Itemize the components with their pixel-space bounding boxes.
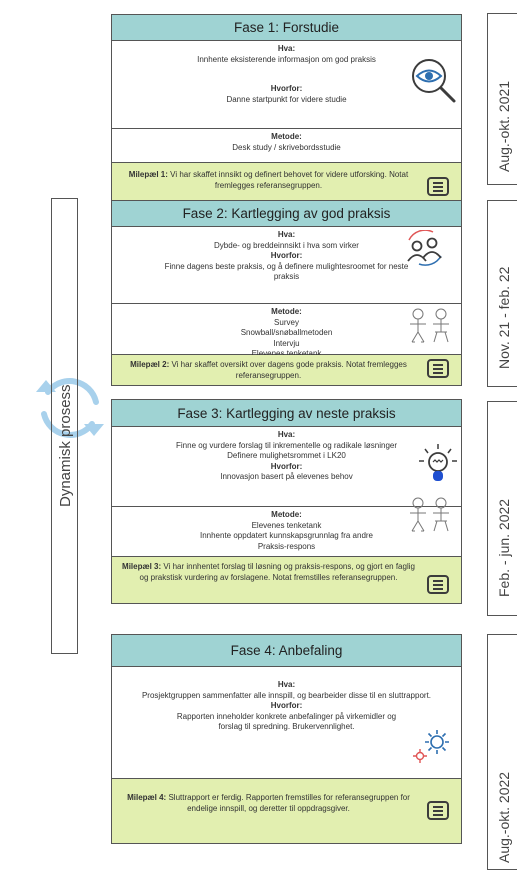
phase-title: Fase 2: Kartlegging av god praksis <box>111 200 462 227</box>
metode-item: Praksis-respons <box>257 541 316 551</box>
hvorfor-label: Hvorfor: <box>270 251 303 260</box>
lightbulb-icon <box>419 444 457 481</box>
hvorfor-text: Innovasjon basert på elevenes behov <box>220 472 353 481</box>
magnifier-eye-icon <box>412 59 456 103</box>
timeframe-phase-3: Feb. - jun. 2022 <box>487 401 517 616</box>
phase-title: Fase 4: Anbefaling <box>111 634 462 667</box>
document-icon <box>427 177 449 196</box>
hvorfor-text: Finne dagens beste praksis, og å definer… <box>164 261 409 271</box>
timeframe-label: Aug.-okt. 2021 <box>496 80 512 172</box>
document-icon <box>427 801 449 820</box>
children-icon <box>410 308 449 343</box>
phase-method: Metode: Survey Snowball/snøballmetoden I… <box>111 304 462 358</box>
phase-title-text: Fase 2: Kartlegging av god praksis <box>182 206 391 221</box>
metode-label: Metode: <box>271 510 302 519</box>
hva-label: Hva: <box>277 680 296 689</box>
phase-title-text: Fase 1: Forstudie <box>233 20 340 35</box>
metode-item: Intervju <box>273 338 300 348</box>
milestone-text: Vi har skaffet oversikt over dagens gode… <box>171 360 407 380</box>
phase-description: Hva: Innhente eksisterende informasjon o… <box>111 41 462 129</box>
timeframe-phase-2: Nov. 21 - feb. 22 <box>487 200 517 387</box>
metode-item: Elevenes tenketank <box>251 349 322 358</box>
gears-icon <box>413 730 449 763</box>
metode-label: Metode: <box>271 132 302 141</box>
phase-description: Hva: Finne og vurdere forslag til inkrem… <box>111 427 462 507</box>
phase-title-text: Fase 4: Anbefaling <box>230 643 343 658</box>
hvorfor-text-cont: praksis <box>273 272 300 281</box>
document-icon <box>427 575 449 594</box>
hva-label: Hva: <box>277 44 296 53</box>
phase-method: Metode: Elevenes tenketank Innhente oppd… <box>111 497 462 557</box>
hvorfor-label: Hvorfor: <box>270 84 303 93</box>
phase-title-text: Fase 3: Kartlegging av neste praksis <box>177 405 396 421</box>
people-icon <box>407 230 442 266</box>
milestone-label: Milepæl 4: <box>127 793 167 802</box>
phase-method: Metode: Desk study / skrivebordsstudie <box>111 129 462 163</box>
phase-description: Hva: Dybde- og breddeinnsikt i hva som v… <box>111 227 462 304</box>
dynamic-process-box: Dynamisk prosess <box>51 198 78 654</box>
timeframe-phase-1: Aug.-okt. 2021 <box>487 13 517 185</box>
hva-text: Finne og vurdere forslag til inkrementel… <box>176 440 397 450</box>
milestone: Milepæl 2: Vi har skaffet oversikt over … <box>111 355 462 386</box>
hva-text: Innhente eksisterende informasjon om god… <box>197 54 376 64</box>
timeframe-phase-4: Aug.-okt. 2022 <box>487 634 517 870</box>
hva-text: Dybde- og breddeinnsikt i hva som virker <box>214 240 359 250</box>
metode-label: Metode: <box>271 307 302 316</box>
phase-description: Hva: Prosjektgruppen sammenfatter alle i… <box>111 667 462 779</box>
children-icon <box>410 497 449 532</box>
timeframe-label: Nov. 21 - feb. 22 <box>496 266 512 369</box>
metode-text: Desk study / skrivebordsstudie <box>232 142 341 152</box>
milestone-text: Sluttrapport er ferdig. Rapporten fremst… <box>168 793 410 813</box>
milestone-label: Milepæl 3: <box>122 562 162 571</box>
metode-item: Snowball/snøballmetoden <box>240 328 333 337</box>
hvorfor-label: Hvorfor: <box>270 461 303 471</box>
timeframe-label: Feb. - jun. 2022 <box>496 498 512 597</box>
milestone-text: Vi har innhentet forslag til løsning og … <box>139 562 415 582</box>
hva-label: Hva: <box>277 230 296 239</box>
hva-text: Prosjektgruppen sammenfatter alle innspi… <box>141 690 432 700</box>
milestone-text: Vi har skaffet innsikt og definert behov… <box>170 170 409 190</box>
phase-title: Fase 1: Forstudie <box>111 14 462 41</box>
timeframe-label: Aug.-okt. 2022 <box>496 771 512 863</box>
hvorfor-text: Rapporten inneholder konkrete anbefaling… <box>176 711 397 732</box>
phase-title: Fase 3: Kartlegging av neste praksis <box>111 399 462 427</box>
metode-item: Elevenes tenketank <box>251 520 322 530</box>
metode-item: Survey <box>274 317 299 327</box>
dynamic-process-label: Dynamisk prosess <box>57 384 74 507</box>
hva-label: Hva: <box>277 430 296 439</box>
hvorfor-text: Danne startpunkt for videre studie <box>226 94 347 104</box>
hvorfor-label: Hvorfor: <box>270 701 303 710</box>
milestone-label: Milepæl 1: <box>128 170 168 179</box>
cycle-arrows-icon <box>36 378 104 438</box>
milestone: Milepæl 3: Vi har innhentet forslag til … <box>111 557 462 604</box>
milestone-label: Milepæl 2: <box>130 360 170 369</box>
milestone: Milepæl 4: Sluttrapport er ferdig. Rappo… <box>111 779 462 844</box>
metode-item: Innhente oppdatert kunnskapsgrunnlag fra… <box>199 531 373 540</box>
hva-text-cont: Definere mulighetsrommet i LK20 <box>227 451 346 460</box>
document-icon <box>427 359 449 378</box>
